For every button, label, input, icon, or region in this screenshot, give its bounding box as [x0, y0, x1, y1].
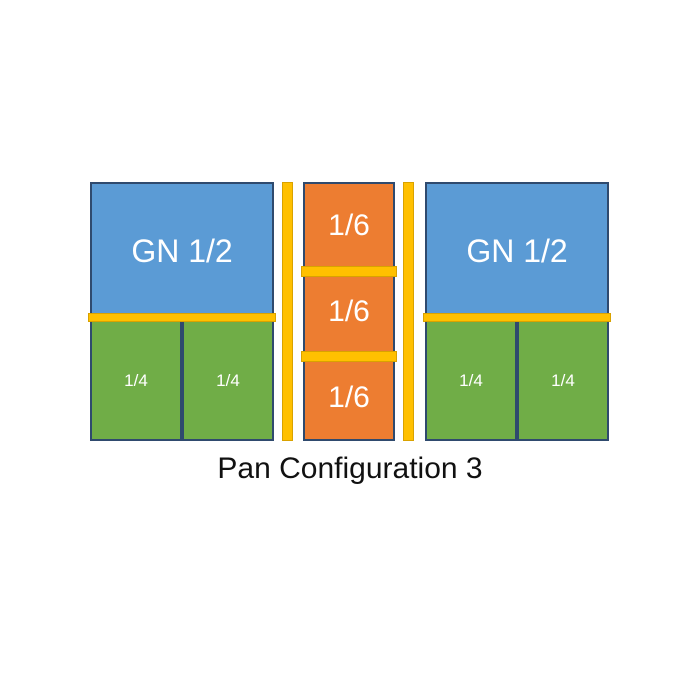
- center-sixth-pan-3-label: 1/6: [328, 380, 370, 414]
- right-quarter-pan-1-label: 1/4: [459, 370, 483, 390]
- right-half-pan: GN 1/2: [425, 182, 609, 320]
- right-quarter-pan-1: 1/4: [425, 320, 517, 441]
- center-sixth-pan-1-label: 1/6: [328, 209, 370, 242]
- center-sixth-pan-1: 1/6: [303, 182, 395, 270]
- right-quarter-pan-2: 1/4: [517, 320, 609, 441]
- left-quarter-pan-1: 1/4: [90, 320, 182, 441]
- left-half-pan-label: GN 1/2: [131, 232, 233, 269]
- left-quarter-pan-2-label: 1/4: [216, 370, 240, 390]
- left-vertical-divider-bar: [282, 182, 293, 441]
- center-divider-bar-1: [301, 266, 397, 277]
- diagram-caption: Pan Configuration 3: [217, 452, 483, 485]
- right-half-pan-label: GN 1/2: [466, 232, 568, 269]
- left-half-pan: GN 1/2: [90, 182, 274, 320]
- left-horizontal-divider-bar: [88, 313, 276, 322]
- left-quarter-pan-2: 1/4: [182, 320, 274, 441]
- right-quarter-pan-2-label: 1/4: [551, 370, 575, 390]
- center-sixth-pan-2: 1/6: [303, 270, 395, 354]
- right-horizontal-divider-bar: [423, 313, 611, 322]
- center-sixth-pan-2-label: 1/6: [328, 295, 370, 328]
- center-sixth-pan-3: 1/6: [303, 354, 395, 441]
- right-vertical-divider-bar: [403, 182, 414, 441]
- center-divider-bar-2: [301, 351, 397, 362]
- left-quarter-pan-1-label: 1/4: [124, 370, 148, 390]
